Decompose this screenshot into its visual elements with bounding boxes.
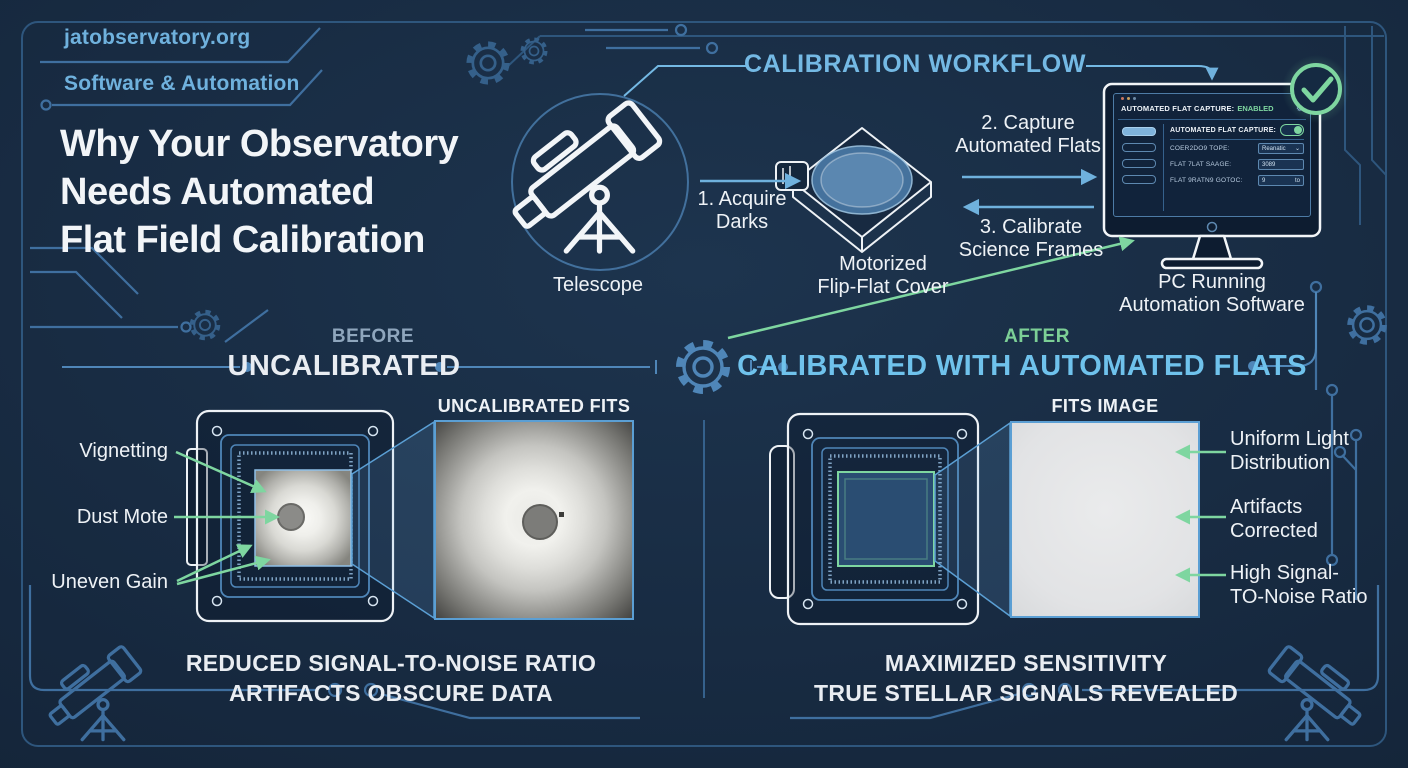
step-line: Science Frames — [958, 239, 1104, 261]
after-caption: MAXIMIZED SENSITIVITY TRUE STELLAR SIGNA… — [814, 648, 1238, 708]
input-value: 9 — [1262, 177, 1266, 184]
step3-label: 3. Calibrate Science Frames — [959, 216, 1104, 262]
telescope-label: Telescope — [552, 274, 644, 296]
annotation-vignetting: Vignetting — [79, 440, 168, 462]
dust-mote-spot — [277, 503, 305, 531]
annotation-line: High Signal- — [1230, 562, 1339, 584]
annotation-uneven-gain: Uneven Gain — [51, 571, 168, 593]
before-heading: UNCALIBRATED — [227, 350, 461, 382]
flipflat-label: Motorized Flip-Flat Cover — [817, 253, 948, 299]
step-line: Darks — [715, 211, 769, 233]
zoom-trapezoid — [351, 420, 435, 620]
label-line: PC Running — [1158, 271, 1266, 293]
window-control-dots-icon — [1121, 97, 1136, 100]
caption-line: MAXIMIZED SENSITIVITY — [884, 650, 1168, 676]
sidebar-pill[interactable] — [1122, 175, 1156, 184]
sidebar-pill[interactable] — [1122, 127, 1156, 136]
toggle-label: AUTOMATED FLAT CAPTURE: — [1170, 126, 1277, 134]
flipflat-motor — [775, 161, 809, 191]
dropdown-value: Reanatic — [1262, 145, 1286, 152]
caption-line: ARTIFACTS OBSCURE DATA — [229, 680, 553, 706]
title-line: Why Your Observatory — [60, 123, 459, 165]
sensor-pins — [828, 454, 942, 584]
category-label: Software & Automation — [64, 72, 300, 95]
step1-label: 1. Acquire Darks — [698, 188, 787, 234]
before-caption: REDUCED SIGNAL-TO-NOISE RATIO ARTIFACTS … — [186, 648, 596, 708]
status-enabled: ENABLED — [1237, 104, 1274, 113]
value-input[interactable]: 9 to — [1258, 175, 1304, 186]
gear-icon — [192, 312, 218, 338]
form-label: COER2DO9 TOPE: — [1170, 145, 1230, 152]
annotation-line: Uniform Light — [1230, 428, 1349, 450]
annotation-high-snr: High Signal- TO-Noise Ratio — [1230, 561, 1367, 609]
sidebar-pill[interactable] — [1122, 143, 1156, 152]
step-line: 3. Calibrate — [979, 216, 1083, 238]
dropdown-caret-icon: ⌄ — [1294, 146, 1300, 152]
value-input[interactable]: 3089 — [1258, 159, 1304, 170]
dust-mote-artifact — [522, 504, 559, 541]
zoom-trapezoid — [934, 421, 1011, 618]
sensor-pins — [237, 451, 353, 581]
hot-pixel-artifact — [559, 512, 565, 518]
after-heading: CALIBRATED WITH AUTOMATED FLATS — [737, 350, 1307, 382]
page-title: Why Your Observatory Needs Automated Fla… — [60, 120, 459, 264]
gear-icon — [1350, 308, 1384, 342]
annotation-uniform-light: Uniform Light Distribution — [1230, 427, 1349, 475]
gear-icon — [470, 45, 507, 82]
uncalibrated-fits-image — [434, 420, 634, 620]
gear-icon — [520, 37, 548, 65]
caption-line: TRUE STELLAR SIGNALS REVEALED — [813, 680, 1239, 706]
uncalibrated-fits-heading: UNCALIBRATED FITS — [437, 396, 631, 416]
screen-title: AUTOMATED FLAT CAPTURE: — [1121, 104, 1235, 113]
gear-icon — [680, 344, 726, 390]
title-line: Needs Automated — [60, 171, 375, 213]
label-line: Flip-Flat Cover — [817, 276, 949, 298]
caption-line: REDUCED SIGNAL-TO-NOISE RATIO — [185, 650, 597, 676]
flat-capture-toggle[interactable] — [1280, 124, 1304, 136]
telescope-icon — [48, 640, 144, 742]
monitor-power-button — [1206, 221, 1218, 233]
telescope-icon — [1266, 640, 1362, 742]
annotation-line: Corrected — [1230, 520, 1318, 542]
sidebar-pill[interactable] — [1122, 159, 1156, 168]
annotation-dust-mote: Dust Mote — [76, 506, 168, 528]
step-line: Automated Flats — [955, 135, 1101, 157]
annotation-line: TO-Noise Ratio — [1230, 586, 1368, 608]
form-label: FLAT 7LAT SAAGE: — [1170, 161, 1232, 168]
annotation-line: Distribution — [1230, 452, 1331, 474]
calibrated-fits-image — [1010, 421, 1200, 618]
camera-sensor-before-illustration — [186, 409, 395, 623]
clean-sensor-area — [837, 471, 935, 567]
annotation-artifacts-corrected: Artifacts Corrected — [1230, 495, 1318, 543]
screen-sidebar — [1120, 124, 1164, 211]
step-line: 1. Acquire — [697, 188, 787, 210]
automation-software-screen: AUTOMATED FLAT CAPTURE: ENABLED ⚙ AUTOMA… — [1113, 93, 1311, 217]
title-line: Flat Field Calibration — [60, 219, 425, 261]
software-window: AUTOMATED FLAT CAPTURE: ENABLED ⚙ AUTOMA… — [1113, 93, 1311, 217]
telescope-illustration — [495, 90, 661, 251]
flip-flat-illustration — [775, 127, 932, 253]
site-url[interactable]: jatobservatory.org — [64, 26, 251, 49]
type-dropdown[interactable]: Reanatic ⌄ — [1258, 143, 1304, 154]
label-line: Motorized — [839, 253, 927, 275]
pc-monitor-illustration: AUTOMATED FLAT CAPTURE: ENABLED ⚙ AUTOMA… — [1096, 78, 1336, 293]
fits-image-heading: FITS IMAGE — [1051, 396, 1159, 416]
camera-sensor-after-illustration — [769, 412, 980, 626]
settings-gear-icon[interactable]: ⚙ — [1295, 103, 1304, 113]
input-suffix: to — [1294, 177, 1300, 184]
after-eyebrow: AFTER — [1004, 326, 1070, 347]
annotation-line: Artifacts — [1230, 496, 1303, 518]
sensor-vignette-image — [254, 469, 352, 567]
form-label: FLAT 9RATN9 GOTOC: — [1170, 177, 1243, 184]
label-line: Automation Software — [1119, 294, 1305, 316]
pc-label: PC Running Automation Software — [1119, 271, 1305, 317]
input-value: 3089 — [1262, 161, 1276, 168]
before-eyebrow: BEFORE — [331, 326, 415, 347]
step-line: 2. Capture — [981, 112, 1075, 134]
workflow-heading: CALIBRATION WORKFLOW — [743, 50, 1087, 78]
step2-label: 2. Capture Automated Flats — [955, 112, 1101, 158]
